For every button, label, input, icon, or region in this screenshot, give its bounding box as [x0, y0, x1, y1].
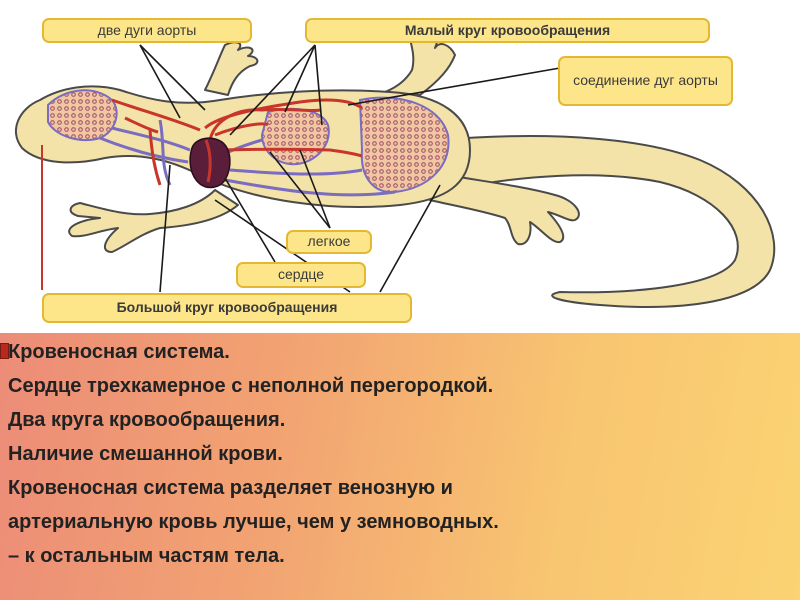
label-heart: сердце — [236, 262, 366, 288]
text-line-4: Наличие смешанной крови. — [8, 443, 283, 465]
text-line-3: Два круга кровообращения. — [8, 409, 286, 431]
label-aortic-arches: две дуги аорты — [42, 18, 252, 43]
text-line-5: Кровеносная система разделяет венозную и — [8, 477, 453, 499]
text-line-7: – к остальным частям тела. — [8, 545, 285, 567]
arteries — [111, 98, 363, 186]
label-systemic-circulation: Большой круг кровообращения — [42, 293, 412, 323]
text-line-2: Сердце трехкамерное с неполной перегород… — [8, 375, 494, 397]
text-line-6: артериальную кровь лучше, чем у земновод… — [8, 511, 499, 533]
label-lung: легкое — [286, 230, 372, 254]
text-line-1: Кровеносная система. — [8, 341, 230, 363]
veins — [99, 119, 396, 197]
organs — [47, 89, 450, 194]
lizard-circulation-diagram — [15, 23, 776, 308]
bullet-marker — [0, 343, 9, 359]
head-capillaries — [47, 89, 118, 141]
body-capillaries — [358, 96, 450, 194]
label-pulmonary-circulation: Малый круг кровообращения — [305, 18, 710, 43]
text-panel: Кровеносная система. Сердце трехкамерное… — [0, 333, 800, 600]
heart — [189, 137, 231, 189]
pointer-lines — [139, 44, 561, 293]
label-aortic-junction: соединение дуг аорты — [558, 56, 733, 106]
